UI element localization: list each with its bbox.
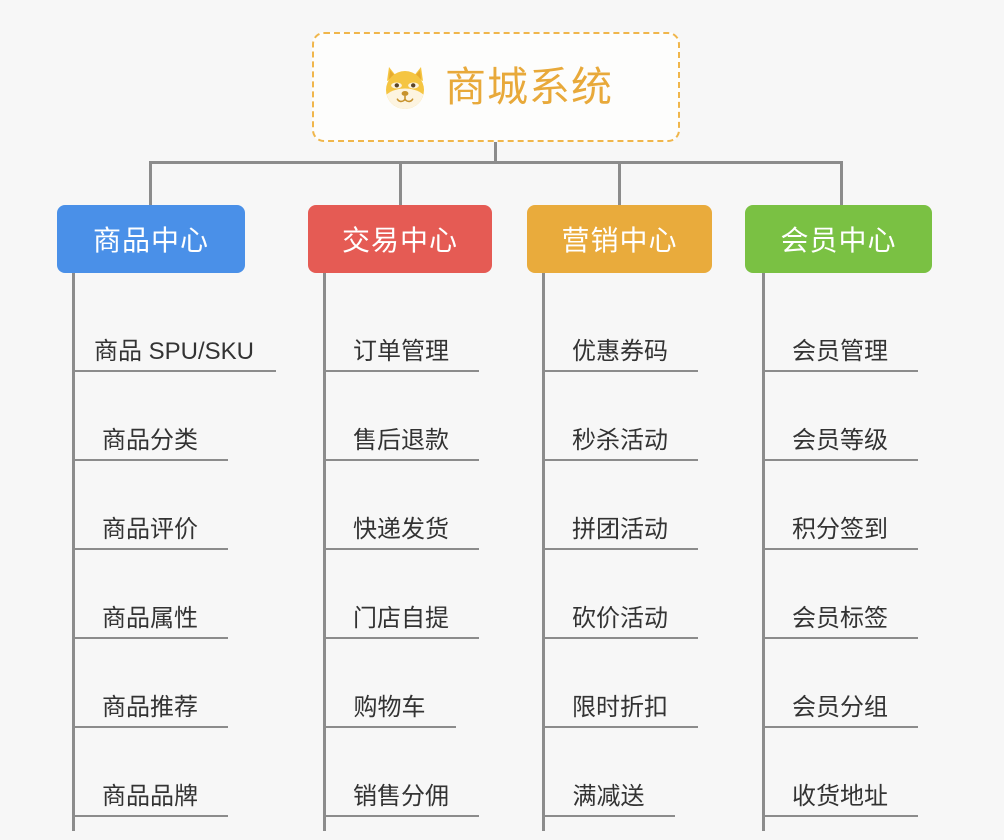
leaf-label: 限时折扣 [572,693,668,721]
leaf-item[interactable]: 商品品牌 [72,728,228,817]
leaf-label: 砍价活动 [572,604,668,632]
leaf-item[interactable]: 商品推荐 [72,639,228,728]
leaf-label: 售后退款 [353,426,449,454]
leaf-item[interactable]: 快递发货 [323,461,479,550]
leaf-label: 商品品牌 [102,782,198,810]
leaf-label: 会员分组 [792,693,888,721]
connector-bus [149,161,843,164]
leaf-item[interactable]: 会员分组 [762,639,918,728]
category-title: 营销中心 [561,225,678,256]
leaf-item[interactable]: 收货地址 [762,728,918,817]
leaf-label: 满减送 [572,782,645,810]
leaf-label: 商品推荐 [102,693,198,721]
leaf-item[interactable]: 砍价活动 [542,550,698,639]
leaf-item[interactable]: 门店自提 [323,550,479,639]
leaf-item[interactable]: 商品分类 [72,372,228,461]
leaf-label: 优惠券码 [572,337,668,365]
category-header-member-center[interactable]: 会员中心 [745,205,932,273]
root-node[interactable]: 商城系统 [312,32,680,142]
leaf-item[interactable]: 销售分佣 [323,728,479,817]
leaf-item[interactable]: 优惠券码 [542,283,698,372]
leaf-label: 商品属性 [102,604,198,632]
leaf-item[interactable]: 商品 SPU/SKU [72,283,276,372]
leaf-item[interactable]: 会员管理 [762,283,918,372]
leaf-item[interactable]: 订单管理 [323,283,479,372]
leaf-label: 门店自提 [353,604,449,632]
leaf-label: 会员等级 [792,426,888,454]
leaf-item[interactable]: 售后退款 [323,372,479,461]
leaf-label: 订单管理 [353,337,449,365]
leaf-item[interactable]: 商品评价 [72,461,228,550]
column-spine [323,273,326,831]
leaf-item[interactable]: 秒杀活动 [542,372,698,461]
leaf-label: 商品评价 [102,515,198,543]
leaf-label: 购物车 [353,693,426,721]
leaf-item[interactable]: 会员等级 [762,372,918,461]
category-title: 商品中心 [92,225,209,256]
leaf-label: 销售分佣 [353,782,449,810]
leaf-label: 收货地址 [792,782,888,810]
column-spine [542,273,545,831]
leaf-item[interactable]: 满减送 [542,728,675,817]
leaf-item[interactable]: 积分签到 [762,461,918,550]
leaf-item[interactable]: 限时折扣 [542,639,698,728]
category-title: 会员中心 [780,225,897,256]
root-title: 商城系统 [445,63,613,110]
leaf-label: 商品 SPU/SKU [93,337,255,365]
leaf-item[interactable]: 购物车 [323,639,456,728]
column-spine [762,273,765,831]
leaf-label: 快递发货 [353,515,449,543]
connector-drop-3 [618,161,621,207]
leaf-item[interactable]: 拼团活动 [542,461,698,550]
leaf-label: 会员标签 [792,604,888,632]
leaf-item[interactable]: 商品属性 [72,550,228,639]
category-header-product-center[interactable]: 商品中心 [57,205,245,273]
leaf-label: 拼团活动 [572,515,668,543]
connector-drop-2 [399,161,402,207]
leaf-label: 秒杀活动 [572,426,668,454]
connector-root-stem [494,142,497,164]
leaf-label: 会员管理 [792,337,888,365]
connector-drop-4 [840,161,843,207]
category-header-trade-center[interactable]: 交易中心 [308,205,492,273]
category-header-marketing-center[interactable]: 营销中心 [527,205,712,273]
leaf-label: 积分签到 [792,515,888,543]
leaf-label: 商品分类 [102,426,198,454]
category-title: 交易中心 [341,225,458,256]
leaf-item[interactable]: 会员标签 [762,550,918,639]
shiba-dog-face-icon [379,61,431,113]
column-spine [72,273,75,831]
connector-drop-1 [149,161,152,207]
